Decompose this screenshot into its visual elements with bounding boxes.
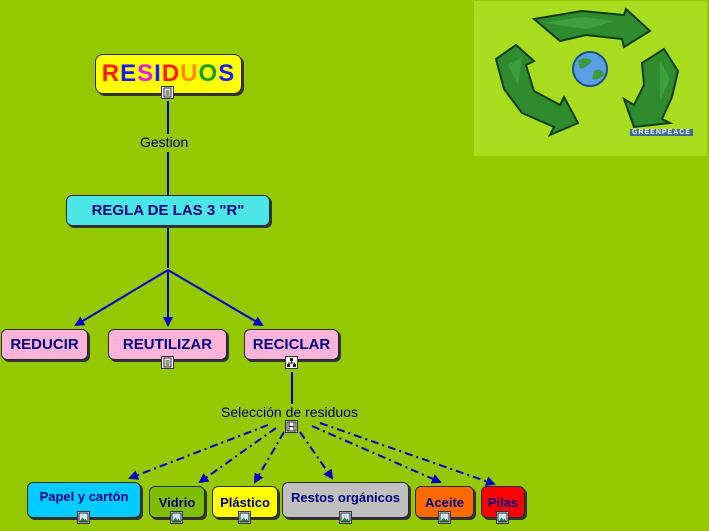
image-icon[interactable] xyxy=(170,511,183,524)
film-icon[interactable] xyxy=(285,420,298,433)
arrow-to-pilas xyxy=(319,422,496,487)
image-icon[interactable] xyxy=(238,511,251,524)
regla-label: REGLA DE LAS 3 "R" xyxy=(91,202,245,219)
arrow-to-plastico xyxy=(253,431,285,484)
root-title-letter: U xyxy=(180,60,199,87)
recycle-globe-icon xyxy=(494,7,680,137)
reducir-label: REDUCIR xyxy=(10,336,79,353)
document-icon[interactable] xyxy=(161,356,174,369)
root-title-letter: D xyxy=(161,60,181,87)
reciclar-label: RECICLAR xyxy=(252,336,331,353)
root-title-letter: E xyxy=(120,60,138,87)
organicos-label: Restos orgánicos xyxy=(290,490,401,505)
papel-label: Papel y cartón xyxy=(39,489,129,504)
arrow-to-papel xyxy=(128,424,269,480)
image-icon[interactable] xyxy=(438,511,451,524)
root-title-letter: O xyxy=(198,60,219,87)
arrow-to-aceite xyxy=(311,425,442,484)
link-label-gestion: Gestion xyxy=(138,134,191,150)
arrow-to-organicos xyxy=(299,431,334,480)
image-icon[interactable] xyxy=(496,511,509,524)
root-title: RESIDUOS xyxy=(102,60,235,88)
regla-node[interactable]: REGLA DE LAS 3 "R" xyxy=(66,195,270,226)
vidrio-label: Vidrio xyxy=(158,494,196,510)
arrow-to-reciclar xyxy=(167,269,264,327)
root-title-letter: S xyxy=(218,60,236,87)
root-title-letter: I xyxy=(154,60,162,87)
image-icon[interactable] xyxy=(339,511,352,524)
reducir-node[interactable]: REDUCIR xyxy=(1,329,88,360)
plastico-label: Plástico xyxy=(220,494,270,510)
logo-text: GREENPEACE xyxy=(630,129,694,136)
arrow-to-reducir xyxy=(74,269,169,327)
aceite-label: Aceite xyxy=(424,494,465,510)
document-icon[interactable] xyxy=(161,86,174,99)
arrow-to-vidrio xyxy=(198,427,277,484)
root-title-letter: S xyxy=(137,60,155,87)
submap-icon[interactable] xyxy=(285,356,298,369)
reutilizar-label: REUTILIZAR xyxy=(122,336,213,353)
root-title-letter: R xyxy=(101,60,121,87)
pilas-label: Pilas xyxy=(487,494,519,510)
recycle-logo-image: GREENPEACE xyxy=(474,1,707,156)
reutilizar-node[interactable]: REUTILIZAR xyxy=(108,329,227,360)
image-icon[interactable] xyxy=(77,511,90,524)
link-label-seleccion: Selección de residuos xyxy=(219,404,360,420)
